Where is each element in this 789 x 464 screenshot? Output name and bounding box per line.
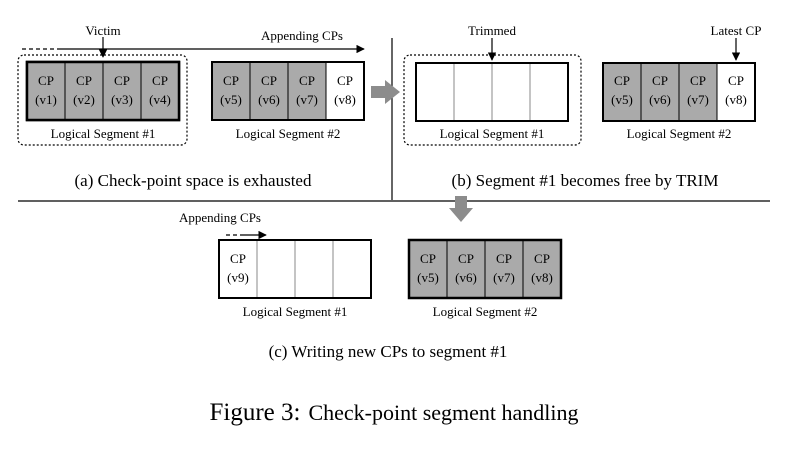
cell-cp: CP [337,73,353,88]
segment-b2: CP (v5) CP (v6) CP (v7) CP (v8) Logical … [602,62,756,141]
cell-version: (v2) [73,92,95,107]
cell-cp: CP [728,73,744,88]
cell-version: (v8) [725,92,747,107]
cell-version: (v7) [493,270,515,285]
victim-outline [17,54,188,146]
segment-a1: CP (v1) CP (v2) CP (v3) CP (v4) Logical … [25,60,181,141]
cell-cp: CP [458,251,474,266]
segment-label: Logical Segment #2 [236,126,341,141]
cell [287,61,327,121]
segment-label: Logical Segment #1 [243,304,348,319]
cell-version: (v7) [296,92,318,107]
cell [218,239,258,299]
cell [256,239,296,299]
segment-frame [415,62,569,122]
panel-c: Appending CPs CP (v9) Logical Segment #1… [179,210,563,361]
cell-version: (v9) [227,270,249,285]
cell-cp: CP [299,73,315,88]
segment-b1: Logical Segment #1 [415,62,569,141]
segment-c2: CP (v5) CP (v6) CP (v7) CP (v8) Logical … [407,238,563,319]
caption-a: (a) Check-point space is exhausted [75,171,312,190]
latest-cp-label: Latest CP [711,23,762,38]
caption-c: (c) Writing new CPs to segment #1 [269,342,508,361]
cell-version: (v5) [611,92,633,107]
cell-cp: CP [534,251,550,266]
cell-cp: CP [152,73,168,88]
segment-label: Logical Segment #1 [51,126,156,141]
cell-cp: CP [496,251,512,266]
cell [140,61,180,121]
victim-label: Victim [85,23,120,38]
cell-version: (v6) [649,92,671,107]
segment-label: Logical Segment #2 [627,126,732,141]
segment-frame [407,238,563,300]
flow-arrow-down [449,196,473,222]
cell-version: (v3) [111,92,133,107]
panel-b: Trimmed Logical Segment #1 Latest CP CP … [403,23,762,190]
cell-cp: CP [420,251,436,266]
cell-version: (v8) [334,92,356,107]
cell-cp: CP [76,73,92,88]
cell-cp: CP [230,251,246,266]
cell [415,62,455,122]
cell-version: (v5) [417,270,439,285]
cell-version: (v7) [687,92,709,107]
cell-version: (v1) [35,92,57,107]
cell [211,61,251,121]
cell [325,61,365,121]
cell [102,61,142,121]
flow-arrow-right [371,80,400,104]
cell-version: (v6) [258,92,280,107]
cell-cp: CP [223,73,239,88]
cell-cp: CP [614,73,630,88]
segment-c1: CP (v9) Logical Segment #1 [218,239,372,319]
segment-a2: CP (v5) CP (v6) CP (v7) CP (v8) Logical … [211,61,365,141]
figure-caption: Figure 3: Check-point segment handling [209,399,578,426]
trimmed-outline [403,54,582,146]
panel-a: Victim Appending CPs CP (v1) CP (v2) CP … [17,23,365,190]
segment-label: Logical Segment #2 [433,304,538,319]
cell [64,61,104,121]
segment-frame [218,239,372,299]
segment-frame [211,61,365,121]
cell-cp: CP [261,73,277,88]
cell [453,62,493,122]
cell-cp: CP [114,73,130,88]
cell-cp: CP [652,73,668,88]
segment-frame [602,62,756,122]
cell [249,61,289,121]
caption-b: (b) Segment #1 becomes free by TRIM [452,171,719,190]
appending-label-c: Appending CPs [179,210,261,225]
cell-cp: CP [690,73,706,88]
trimmed-label: Trimmed [468,23,516,38]
cell [522,239,562,299]
cell-version: (v4) [149,92,171,107]
segment-label: Logical Segment #1 [440,126,545,141]
cell-version: (v5) [220,92,242,107]
figure-title: Check-point segment handling [308,400,578,425]
cell [408,239,448,299]
cell-cp: CP [38,73,54,88]
cell [484,239,524,299]
cell [529,62,569,122]
cell-version: (v8) [531,270,553,285]
cell [294,239,334,299]
cell [446,239,486,299]
appending-label-a: Appending CPs [261,28,343,43]
cell [491,62,531,122]
cell-version: (v6) [455,270,477,285]
cell [332,239,372,299]
cell [26,61,66,121]
figure-number: Figure 3: [209,399,300,426]
